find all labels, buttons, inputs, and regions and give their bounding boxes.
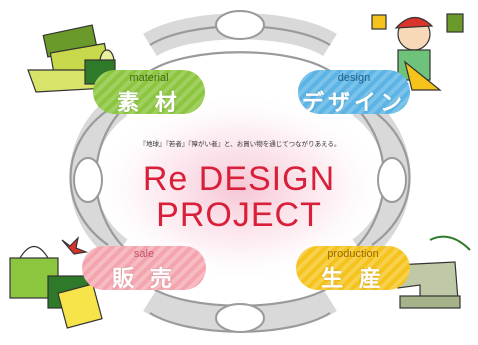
- material-pill: material 素 材: [93, 70, 205, 114]
- handshake-bottom-icon: [215, 303, 265, 333]
- center-glow: [90, 93, 390, 283]
- title-line-1: Re DESIGN: [142, 160, 336, 198]
- production-sub-label: production: [327, 248, 379, 260]
- sewing-machine-icon: [394, 235, 471, 309]
- handshake-top-icon: [215, 10, 265, 40]
- material-sub-label: material: [129, 72, 169, 84]
- handshake-left-icon: [73, 157, 103, 203]
- stripes-pattern: [82, 246, 206, 290]
- stripes-pattern: [93, 70, 205, 114]
- title-line-2: PROJECT: [156, 196, 322, 234]
- design-sub-label: design: [337, 72, 371, 84]
- material-main-label: 素 材: [117, 91, 181, 114]
- design-pill: design デザイン: [298, 70, 410, 114]
- production-pill: production 生 産: [296, 246, 410, 290]
- shopping-bags-icon: [9, 236, 103, 329]
- handshake-icons: [73, 10, 407, 333]
- sale-sub-label: sale: [133, 248, 155, 260]
- production-main-label: 生 産: [321, 267, 385, 290]
- sale-pill: sale 販 売: [82, 246, 206, 290]
- tagline-text: 『地球』『若者』『障がい者』と、お買い物を通じてつながりあえる。: [139, 140, 341, 148]
- design-main-label: デザイン: [301, 91, 406, 114]
- sale-main-label: 販 売: [112, 267, 176, 290]
- stripes-pattern: [298, 70, 410, 114]
- designer-illustration-icon: [371, 13, 464, 91]
- stripes-pattern: [296, 246, 410, 290]
- handshake-right-icon: [377, 157, 407, 203]
